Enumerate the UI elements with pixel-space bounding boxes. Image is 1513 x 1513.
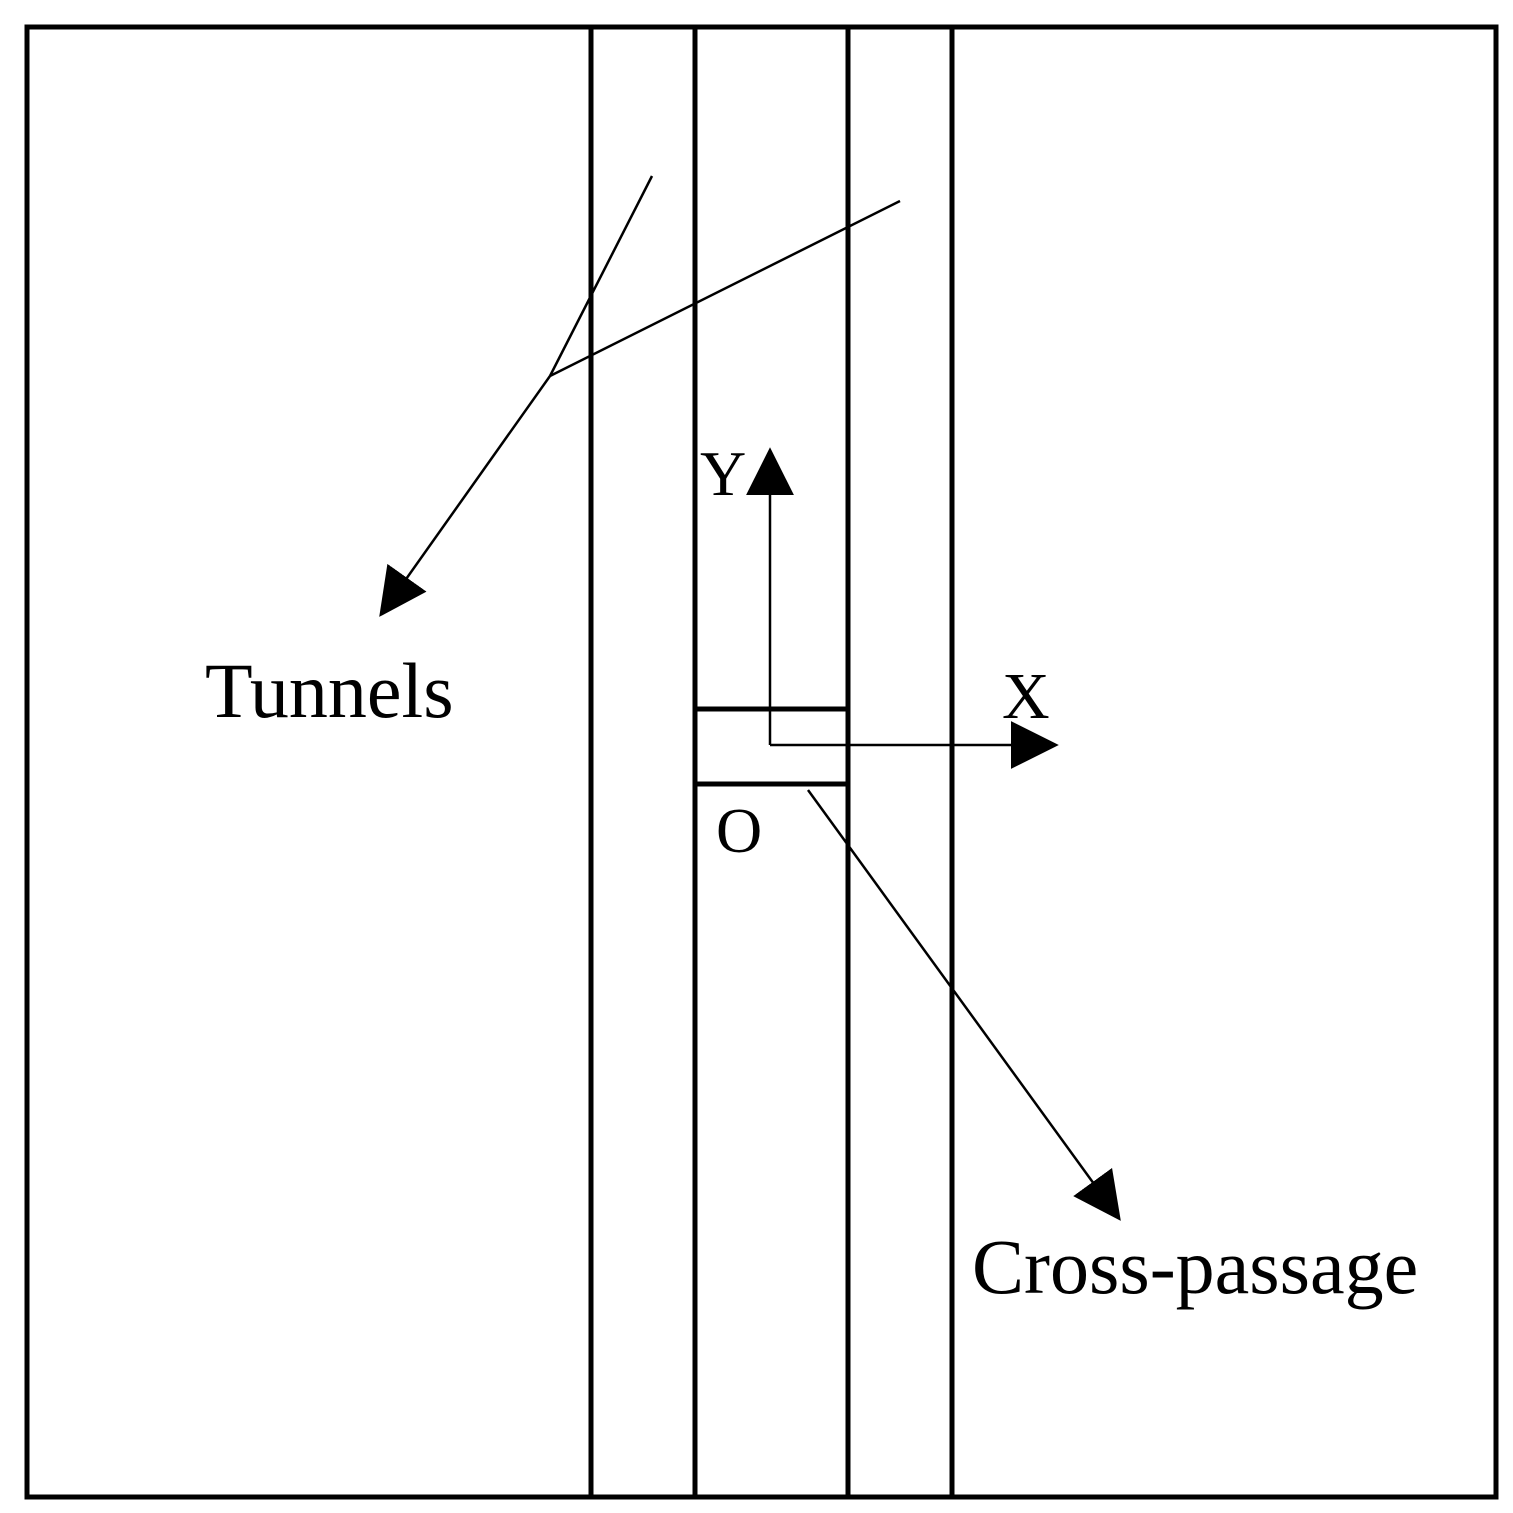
tunnels-label: Tunnels [205, 647, 454, 734]
tunnels-leader-right [549, 199, 901, 378]
cross-passage-label: Cross-passage [972, 1223, 1418, 1310]
cross-passage-leader-arrow [806, 789, 1121, 1221]
outer-boundary [24, 24, 1499, 1500]
origin-label: O [716, 795, 762, 866]
y-axis-label: Y [700, 438, 746, 509]
tunnels-leader-arrow [379, 375, 552, 617]
x-axis-label: X [1002, 660, 1050, 733]
tunnels-leader-left [548, 175, 654, 377]
